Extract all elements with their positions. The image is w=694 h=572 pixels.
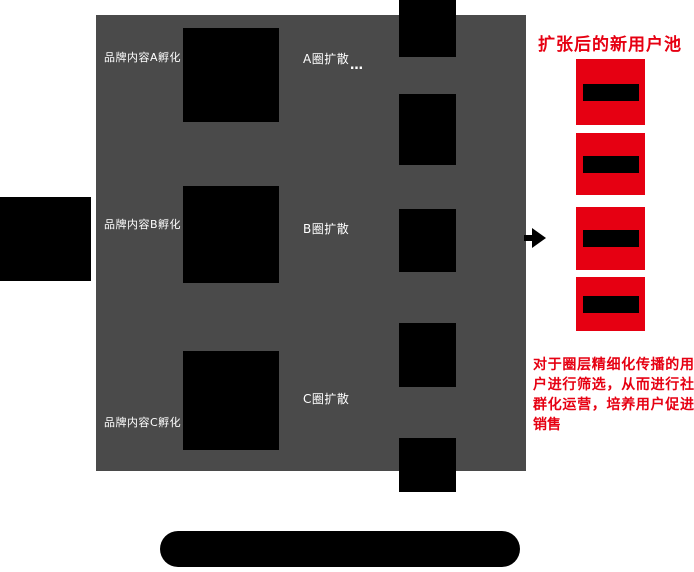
flow-arrow-tail — [524, 235, 533, 241]
user-image-4 — [399, 323, 456, 387]
user-pool-card-4 — [576, 277, 645, 331]
redacted-label-bar — [582, 295, 639, 313]
redacted-label-bar — [582, 155, 639, 173]
user-pool-card-1 — [576, 59, 645, 125]
ellipsis-mark: … — [350, 58, 364, 73]
redacted-label-bar — [582, 83, 639, 101]
user-image-3 — [399, 209, 456, 272]
user-image-1 — [399, 0, 456, 57]
flow-arrow-icon — [524, 228, 548, 248]
user-pool-card-3 — [576, 207, 645, 270]
incubation-image-b — [183, 186, 279, 283]
user-image-5 — [399, 438, 456, 492]
user-pool-card-2 — [576, 133, 645, 195]
user-image-2 — [399, 94, 456, 165]
diffusion-label-a: A圈扩散 — [303, 52, 350, 66]
user-pool-title: 扩张后的新用户池 — [538, 35, 682, 55]
incubation-label-a: 品牌内容A孵化 — [104, 51, 182, 64]
source-box — [0, 197, 91, 281]
flow-arrow-head — [532, 228, 546, 248]
user-pool-description: 对于圈层精细化传播的用户进行筛选，从而进行社群化运营，培养用户促进销售 — [533, 357, 694, 433]
redacted-label-bar — [582, 230, 639, 247]
diffusion-label-b: B圈扩散 — [303, 222, 350, 236]
incubation-image-c — [183, 351, 279, 450]
caption-bar — [160, 531, 520, 567]
diffusion-label-c: C圈扩散 — [303, 392, 350, 406]
incubation-label-b: 品牌内容B孵化 — [104, 218, 182, 231]
incubation-label-c: 品牌内容C孵化 — [104, 416, 182, 429]
incubation-image-a — [183, 28, 279, 122]
